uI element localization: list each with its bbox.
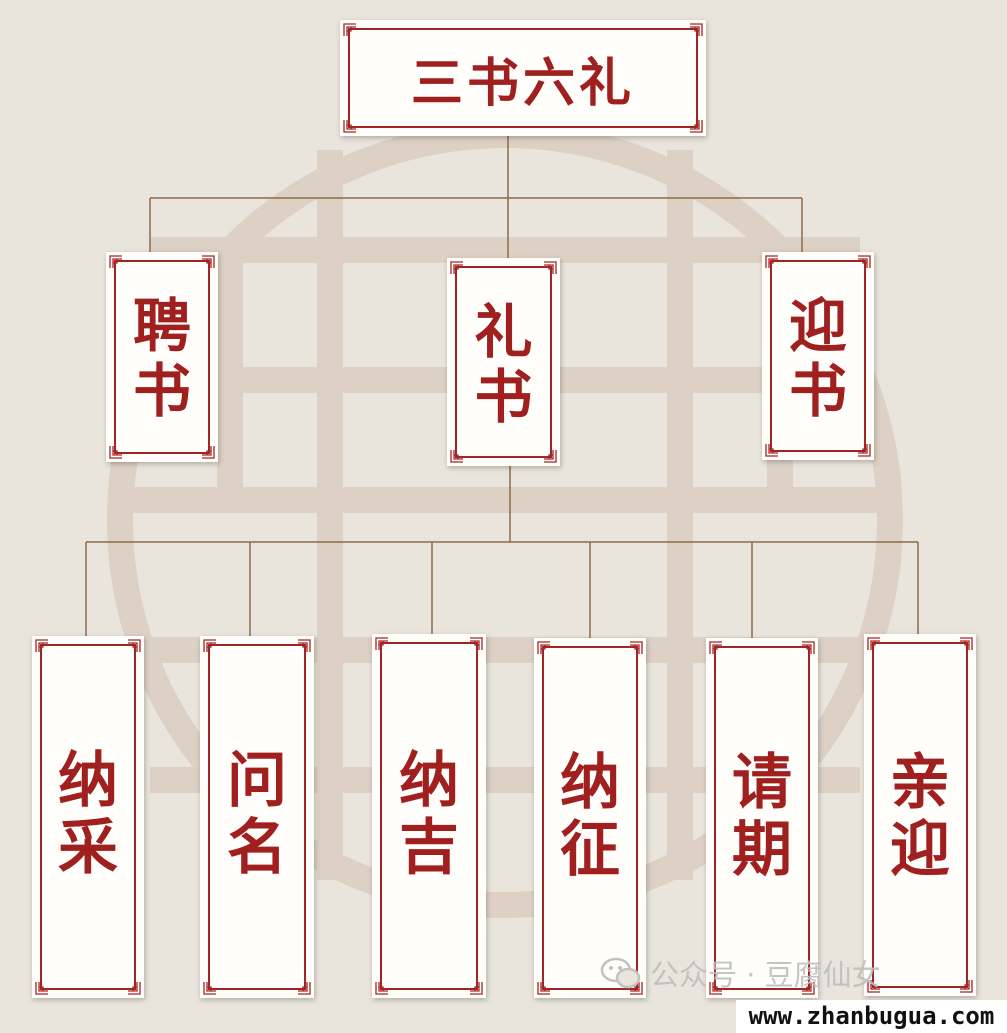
corner-ornament-icon [297,981,311,995]
corner-ornament-icon [857,255,871,269]
vertical-char: 亲 [890,748,950,818]
book-card-yingshu: 迎书 [762,252,874,460]
rite-card-nacai: 纳采 [32,636,144,998]
corner-ornament-icon [537,641,551,655]
corner-ornament-icon [543,449,557,463]
corner-ornament-icon [959,637,973,651]
corner-ornament-icon [201,255,215,269]
site-url-label: www.zhanbugua.com [736,1000,1007,1033]
corner-ornament-icon [709,641,723,655]
corner-ornament-icon [765,443,779,457]
book-label-pinshu: 聘书 [106,294,218,424]
vertical-char: 请 [732,748,792,818]
corner-ornament-icon [537,981,551,995]
rite-label-wenming: 问名 [200,746,314,884]
title-card: 三书六礼 [340,20,706,136]
vertical-char: 纳 [58,746,118,816]
corner-ornament-icon [297,639,311,653]
vertical-char: 迎 [788,292,847,360]
corner-ornament-icon [343,119,357,133]
vertical-char: 礼 [474,298,533,366]
corner-ornament-icon [543,261,557,275]
corner-ornament-icon [450,261,464,275]
vertical-char: 征 [560,815,620,886]
rite-label-nacai: 纳采 [32,746,144,884]
corner-ornament-icon [203,639,217,653]
corner-ornament-icon [867,637,881,651]
corner-ornament-icon [109,255,123,269]
rite-label-naji: 纳吉 [372,746,486,884]
vertical-char: 纳 [399,746,459,816]
corner-ornament-icon [35,639,49,653]
corner-ornament-icon [35,981,49,995]
vertical-char: 期 [732,815,792,886]
book-label-lishu: 礼书 [447,300,560,430]
corner-ornament-icon [109,445,123,459]
rite-label-nazheng: 纳征 [534,748,646,886]
corner-ornament-icon [375,981,389,995]
corner-ornament-icon [709,981,723,995]
corner-ornament-icon [343,23,357,37]
rite-card-qinying: 亲迎 [864,634,976,996]
rite-card-naji: 纳吉 [372,634,486,998]
rite-label-qingqi: 请期 [706,748,818,886]
rite-card-qingqi: 请期 [706,638,818,998]
corner-ornament-icon [629,641,643,655]
corner-ornament-icon [375,637,389,651]
vertical-char: 聘 [132,292,191,360]
watermark-text: 公众号 · 豆腐仙女 [650,958,881,992]
vertical-char: 名 [227,813,287,884]
book-label-yingshu: 迎书 [762,294,874,424]
corner-ornament-icon [201,445,215,459]
wechat-icon [600,957,641,989]
corner-ornament-icon [469,981,483,995]
vertical-char: 书 [474,362,533,431]
corner-ornament-icon [469,637,483,651]
vertical-char: 采 [58,813,118,884]
corner-ornament-icon [629,981,643,995]
corner-ornament-icon [203,981,217,995]
diagram-title: 三书六礼 [410,52,635,114]
corner-ornament-icon [689,23,703,37]
book-card-pinshu: 聘书 [106,252,218,462]
corner-ornament-icon [959,979,973,993]
corner-ornament-icon [689,119,703,133]
book-card-lishu: 礼书 [447,258,560,466]
corner-ornament-icon [450,449,464,463]
corner-ornament-icon [801,981,815,995]
vertical-char: 书 [788,356,847,425]
corner-ornament-icon [867,979,881,993]
title-card-frame [348,28,698,128]
corner-ornament-icon [857,443,871,457]
vertical-char: 迎 [890,815,950,886]
corner-ornament-icon [127,639,141,653]
vertical-char: 问 [227,746,287,816]
corner-ornament-icon [801,641,815,655]
vertical-char: 纳 [560,748,620,818]
corner-ornament-icon [127,981,141,995]
rite-card-wenming: 问名 [200,636,314,998]
wechat-watermark: 公众号 · 豆腐仙女 [600,952,881,994]
vertical-char: 吉 [399,813,459,884]
rite-label-qinying: 亲迎 [864,748,976,886]
vertical-char: 书 [132,356,191,425]
rite-card-nazheng: 纳征 [534,638,646,998]
corner-ornament-icon [765,255,779,269]
